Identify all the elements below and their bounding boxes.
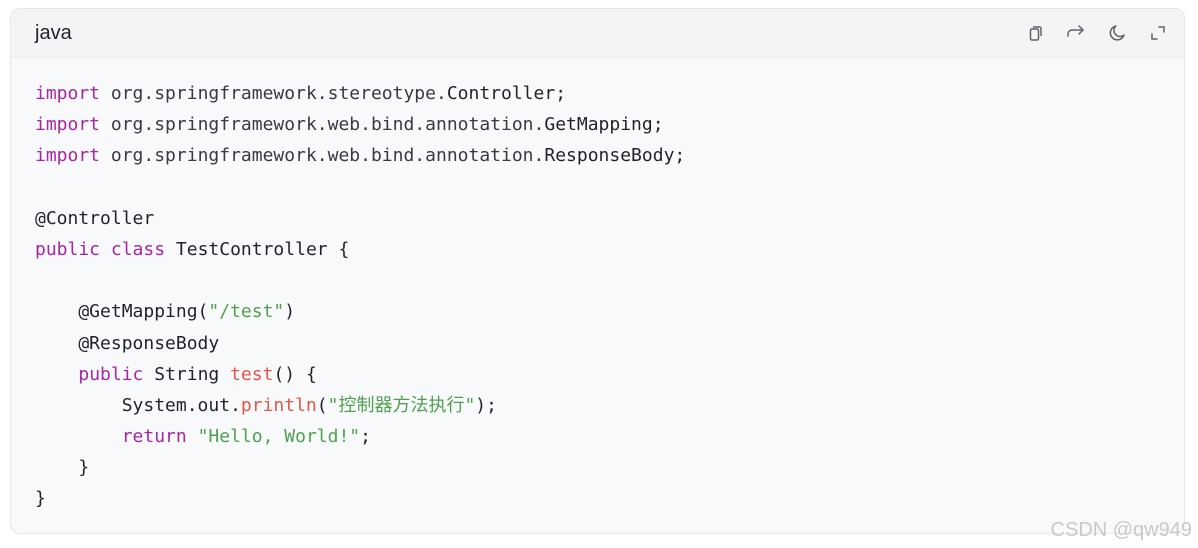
code-token <box>35 426 122 447</box>
code-token: System.out. <box>35 394 241 416</box>
code-token: return <box>121 426 187 448</box>
code-block: java <box>10 8 1185 534</box>
code-line: import org.springframework.stereotype.Co… <box>35 78 1160 109</box>
code-header: java <box>11 9 1184 58</box>
fullscreen-button[interactable] <box>1146 21 1170 45</box>
code-line: } <box>35 452 1160 483</box>
code-token: GetMapping <box>544 114 653 136</box>
code-line: @GetMapping("/test") <box>35 296 1160 327</box>
code-token: ; <box>674 145 686 167</box>
code-token: @GetMapping( <box>35 301 209 323</box>
code-token <box>100 145 111 166</box>
code-token: ResponseBody <box>544 145 675 167</box>
code-line <box>35 265 1160 296</box>
code-token <box>35 364 78 385</box>
code-line: import org.springframework.web.bind.anno… <box>35 109 1160 140</box>
code-token: () { <box>273 363 317 385</box>
code-token: org.springframework.stereotype. <box>110 83 447 104</box>
code-token <box>100 239 111 260</box>
code-line <box>35 172 1160 203</box>
code-line: @ResponseBody <box>35 328 1160 359</box>
code-content: import org.springframework.stereotype.Co… <box>11 58 1184 515</box>
code-token: @Controller <box>35 207 155 229</box>
code-token: ; <box>360 426 371 448</box>
wrap-button[interactable] <box>1064 21 1088 45</box>
code-token: ; <box>555 83 567 104</box>
code-token: import <box>35 145 101 167</box>
code-token: ); <box>475 394 497 416</box>
code-token: org.springframework.web.bind.annotation. <box>110 145 545 167</box>
code-toolbar <box>1023 21 1170 45</box>
code-line: public String test() { <box>35 359 1160 390</box>
code-token: import <box>35 83 101 104</box>
watermark: CSDN @qw949 <box>1050 519 1192 541</box>
code-token: @ResponseBody <box>35 332 220 354</box>
code-token: import <box>35 114 101 136</box>
code-token: println <box>240 394 317 416</box>
copy-icon <box>1029 26 1042 41</box>
code-line: import org.springframework.web.bind.anno… <box>35 140 1160 171</box>
code-token: public <box>35 238 101 260</box>
code-line: @Controller <box>35 203 1160 234</box>
moon-icon <box>1109 25 1125 41</box>
code-token: org.springframework.web.bind.annotation. <box>110 114 545 136</box>
code-token: Controller <box>446 83 556 104</box>
code-line: public class TestController { <box>35 234 1160 265</box>
copy-button[interactable] <box>1023 21 1047 45</box>
code-token: class <box>110 238 166 260</box>
code-token <box>100 83 111 104</box>
code-token: "Hello, World!" <box>197 426 361 448</box>
code-line: } <box>35 483 1160 514</box>
theme-toggle-button[interactable] <box>1105 21 1129 45</box>
code-token: "控制器方法执行" <box>327 394 476 416</box>
code-line: return "Hello, World!"; <box>35 421 1160 452</box>
code-token: } <box>35 488 46 510</box>
code-token <box>187 426 198 447</box>
code-line: System.out.println("控制器方法执行"); <box>35 390 1160 421</box>
code-token <box>100 114 111 135</box>
code-token: ( <box>316 394 328 416</box>
code-token: test <box>230 363 274 385</box>
code-token: ; <box>652 114 664 136</box>
fullscreen-icon <box>1151 26 1165 40</box>
code-token: "/test" <box>208 301 285 323</box>
wrap-icon <box>1067 25 1084 37</box>
code-token: } <box>35 457 90 479</box>
code-token: public <box>78 363 144 385</box>
language-label: java <box>35 22 72 44</box>
code-token: ) <box>284 301 296 323</box>
code-token: TestController { <box>165 238 350 260</box>
code-token: String <box>143 363 231 385</box>
